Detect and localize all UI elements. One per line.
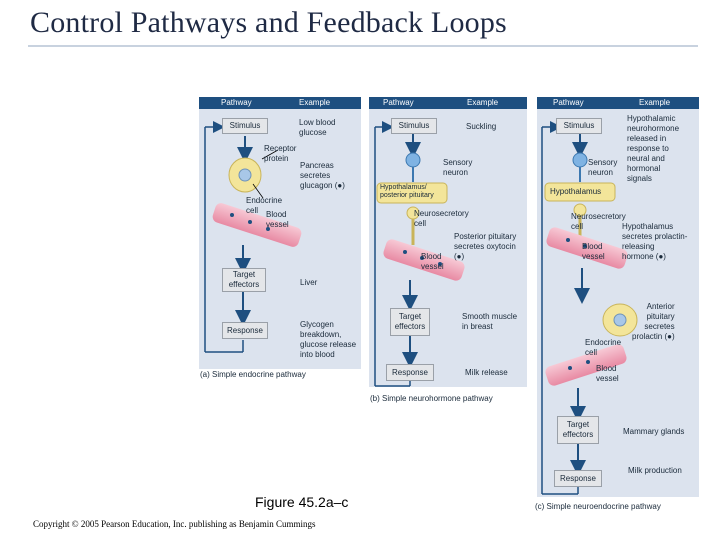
panel-a-effector-example: Liver [300, 278, 318, 287]
panel-b-stimulus-example: Suckling [466, 122, 497, 131]
panel-b-target-effectors-box: Target effectors [390, 308, 430, 336]
panel-c-blood-vessel-1: Blood vessel [582, 242, 605, 261]
blood-vessel-shape [383, 239, 465, 281]
blood-vessel-shape [545, 344, 627, 386]
panel-b-response-example: Milk release [465, 368, 508, 377]
panel-c-sensory-neuron: Sensory neuron [588, 158, 618, 177]
panel-b-posterior-pituitary-example: Posterior pituitary secretes oxytocin (●… [454, 232, 517, 261]
panel-c-art [541, 121, 638, 495]
receptor-protein-label: Receptor protein [264, 144, 297, 163]
panel-b-art [374, 121, 465, 387]
panel-a-caption: (a) Simple endocrine pathway [200, 370, 306, 379]
panel-c-neurosecretory-cell: Neurosecretory cell [571, 212, 626, 231]
panel-c-stimulus-box: Stimulus [556, 118, 602, 134]
pathway-header: Pathway [383, 98, 414, 107]
panel-b-caption: (b) Simple neurohormone pathway [370, 394, 493, 403]
panel-a-header: Pathway Example [199, 97, 361, 109]
pathway-header: Pathway [553, 98, 584, 107]
panel-a-art [204, 121, 302, 353]
panel-c-hypothalamus-example: Hypothalamus secretes prolactin- releasi… [622, 222, 688, 261]
blood-vessel-shape [546, 227, 628, 269]
sensory-neuron-shape [572, 152, 588, 168]
panel-c-blood-vessel-2: Blood vessel [596, 364, 619, 383]
panel-a-target-effectors-box: Target effectors [222, 268, 266, 292]
panel-b-stimulus-box: Stimulus [391, 118, 437, 134]
panel-c-response-box: Response [554, 470, 602, 487]
example-header: Example [639, 98, 671, 107]
panel-a-response-example: Glycogen breakdown, glucose release into… [300, 320, 357, 359]
panel-c-caption: (c) Simple neuroendocrine pathway [535, 502, 661, 511]
panel-a-stimulus-example: Low blood glucose [299, 118, 336, 137]
panel-b-neurosecretory-cell: Neurosecretory cell [414, 209, 469, 228]
panel-c-stimulus-example: Hypothalamic neurohormone released in re… [627, 114, 680, 183]
panel-c-effector-example: Mammary glands [623, 427, 685, 436]
panel-b-sensory-neuron: Sensory neuron [443, 158, 473, 177]
page-title: Control Pathways and Feedback Loops [30, 6, 507, 39]
pathway-header: Pathway [221, 98, 252, 107]
example-header: Example [299, 98, 331, 107]
panel-c-anterior-pituitary-example: Anterior pituitary secretes prolactin (●… [632, 302, 675, 341]
panel-b-response-box: Response [386, 364, 434, 381]
panel-c-hypothalamus-label: Hypothalamus [550, 187, 602, 196]
panel-a-pancreas-example: Pancreas secretes glucagon (●) [300, 161, 345, 190]
panel-a-stimulus-box: Stimulus [222, 118, 268, 134]
panel-c-target-effectors-box: Target effectors [557, 416, 599, 444]
panel-b-header: Pathway Example [369, 97, 527, 109]
figure-label: Figure 45.2a–c [255, 494, 349, 510]
panel-c-response-example: Milk production [628, 466, 682, 475]
sensory-neuron-shape [405, 152, 421, 168]
panel-a-response-box: Response [222, 322, 268, 339]
blood-vessel-label: Blood vessel [266, 210, 289, 229]
blood-vessel-shape [212, 203, 302, 247]
hypothalamus-pituitary-label: Hypothalamus/ posterior pituitary [380, 184, 434, 199]
example-header: Example [467, 98, 499, 107]
panel-c-endocrine-cell: Endocrine cell [585, 338, 622, 357]
hypothalamus-shape [544, 182, 616, 202]
title-underline [28, 45, 698, 47]
endocrine-cell-label: Endocrine cell [246, 196, 283, 215]
copyright-notice: Copyright © 2005 Pearson Education, Inc.… [33, 519, 316, 529]
panel-c-header: Pathway Example [537, 97, 699, 109]
hypothalamus-shape [376, 182, 448, 204]
panel-b-effector-example: Smooth muscle in breast [462, 312, 518, 331]
panel-b-blood-vessel: Blood vessel [421, 252, 444, 271]
